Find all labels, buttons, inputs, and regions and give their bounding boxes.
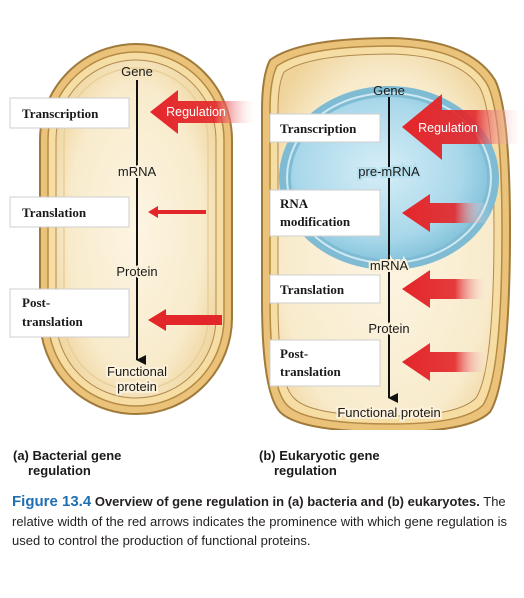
eukaryotic-translation2-label: translation <box>280 364 341 379</box>
bacterial-transcription-box: Transcription <box>9 97 130 129</box>
eukaryotic-translation-label: Translation <box>280 282 345 297</box>
eukaryotic-rna-modification-box: RNA modification <box>269 189 381 237</box>
bacterial-protein-end-label: protein <box>117 379 157 394</box>
eukaryotic-posttranslation-box: Post- translation <box>269 339 381 387</box>
bacterial-regulation-arrow-small <box>148 206 206 218</box>
eukaryotic-regulation-arrow-translation <box>402 270 490 308</box>
gene-regulation-diagram: Gene mRNA Protein Functional protein Tra… <box>9 36 524 434</box>
eukaryotic-regulation-label: Regulation <box>418 121 478 135</box>
figure-title: Overview of gene regulation in (a) bacte… <box>94 494 480 509</box>
bacterial-translation-box: Translation <box>9 196 130 228</box>
eukaryotic-subtitle-line2: regulation <box>274 463 337 478</box>
eukaryotic-transcription-label: Transcription <box>280 121 357 136</box>
bacterial-subtitle-line2: regulation <box>28 463 91 478</box>
eukaryotic-subtitle-line1: (b) Eukaryotic gene <box>259 448 380 463</box>
eukaryotic-post-label: Post- <box>280 346 308 361</box>
eukaryotic-subtitle: (b) Eukaryotic gene regulation <box>259 448 380 478</box>
bacterial-translation-label: Translation <box>22 205 87 220</box>
bacterial-posttranslation-box: Post- translation <box>9 288 130 338</box>
eukaryotic-functional-label: Functional protein <box>337 405 440 420</box>
figure-number: Figure 13.4 <box>12 493 92 510</box>
bacterial-functional-label: Functional <box>107 364 167 379</box>
eukaryotic-regulation-arrow-rna-modification <box>402 194 490 232</box>
eukaryotic-mrna-label: mRNA <box>370 258 409 273</box>
eukaryotic-translation-box: Translation <box>269 274 381 304</box>
bacterial-subtitle: (a) Bacterial gene regulation <box>13 448 121 478</box>
bacterial-subtitle-line1: (a) Bacterial gene <box>13 448 122 463</box>
figure-body: The relative width of the red arrows ind… <box>12 494 507 548</box>
eukaryotic-rna-label: RNA <box>280 196 309 211</box>
bacterial-post-label: Post- <box>22 295 50 310</box>
bacterial-regulation-arrow-large: Regulation <box>150 90 258 134</box>
bacterial-translation2-label: translation <box>22 314 83 329</box>
eukaryotic-premrna-label: pre-mRNA <box>358 164 420 179</box>
eukaryotic-protein-label: Protein <box>368 321 409 336</box>
bacterial-transcription-label: Transcription <box>22 106 99 121</box>
bacterial-mrna-label: mRNA <box>118 164 157 179</box>
bacterial-regulation-label: Regulation <box>166 105 226 119</box>
eukaryotic-gene-label: Gene <box>373 83 405 98</box>
bacterial-protein-label: Protein <box>116 264 157 279</box>
bacterial-gene-label: Gene <box>121 64 153 79</box>
eukaryotic-modification-label: modification <box>280 214 351 229</box>
eukaryotic-regulation-arrow-transcription: Regulation <box>402 94 524 160</box>
bacterial-regulation-arrow-medium <box>148 309 222 331</box>
eukaryotic-transcription-box: Transcription <box>269 113 381 143</box>
eukaryotic-regulation-arrow-posttranslation <box>402 343 490 381</box>
figure-caption: Figure 13.4 Overview of gene regulation … <box>12 492 517 551</box>
